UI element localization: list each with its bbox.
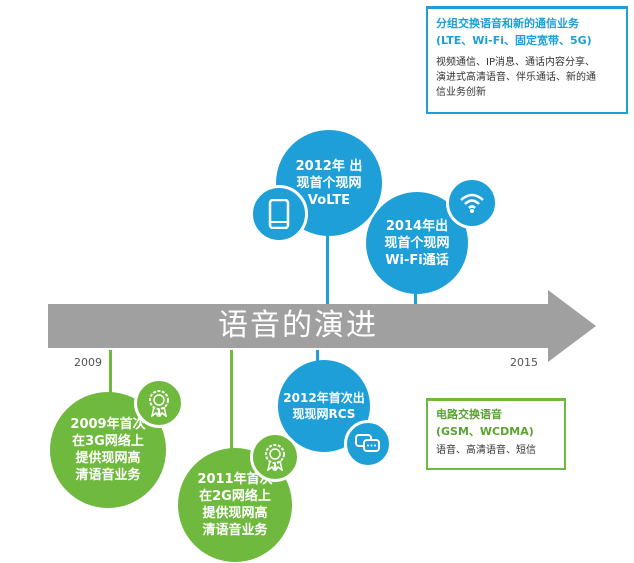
award-rosette-icon: [250, 432, 300, 482]
circuit-switched-box: 电路交换语音 (GSM、WCDMA) 语音、高清语音、短信: [426, 398, 566, 470]
evolution-arrow: [48, 290, 596, 362]
packet-switched-box: 分组交换语音和新的通信业务 (LTE、Wi-Fi、固定宽带、5G) 视频通信、I…: [426, 6, 628, 114]
packet-box-body: 视频通信、IP消息、通话内容分享、 演进式高清语音、伴乐通话、新的通 信业务创新: [436, 57, 596, 98]
milestone-2g-label: 2011年首次 在2G网络上 提供现网高 清语音业务: [197, 472, 273, 538]
milestone-volte-label: 2012年 出 现首个现网 VoLTE: [295, 158, 363, 208]
award-rosette-icon: [134, 378, 184, 428]
banner-title: 语音的演进: [218, 308, 378, 343]
connector-volte: [326, 190, 329, 308]
circuit-box-subtitle: (GSM、WCDMA): [436, 425, 534, 438]
wifi-icon: [446, 177, 498, 229]
packet-box-title: 分组交换语音和新的通信业务: [436, 17, 579, 30]
chat-bubbles-icon: [344, 420, 392, 468]
milestone-2g-2011: 2011年首次 在2G网络上 提供现网高 清语音业务: [178, 448, 292, 562]
milestone-rcs-label: 2012年首次出 现现网RCS: [283, 391, 365, 421]
milestone-3g-label: 2009年首次 在3G网络上 提供现网高 清语音业务: [70, 417, 146, 483]
milestone-wifi-label: 2014年出 现首个现网 Wi-Fi通话: [384, 218, 450, 268]
circuit-box-title: 电路交换语音: [436, 408, 502, 421]
year-start: 2009: [74, 356, 102, 369]
connector-2g: [230, 350, 233, 460]
circuit-box-body: 语音、高清语音、短信: [436, 445, 536, 456]
year-end: 2015: [510, 356, 538, 369]
connector-3g: [109, 350, 112, 410]
smartphone-icon: [250, 185, 308, 243]
packet-box-subtitle: (LTE、Wi-Fi、固定宽带、5G): [436, 34, 592, 47]
milestone-wifi-2014: 2014年出 现首个现网 Wi-Fi通话: [366, 192, 468, 294]
